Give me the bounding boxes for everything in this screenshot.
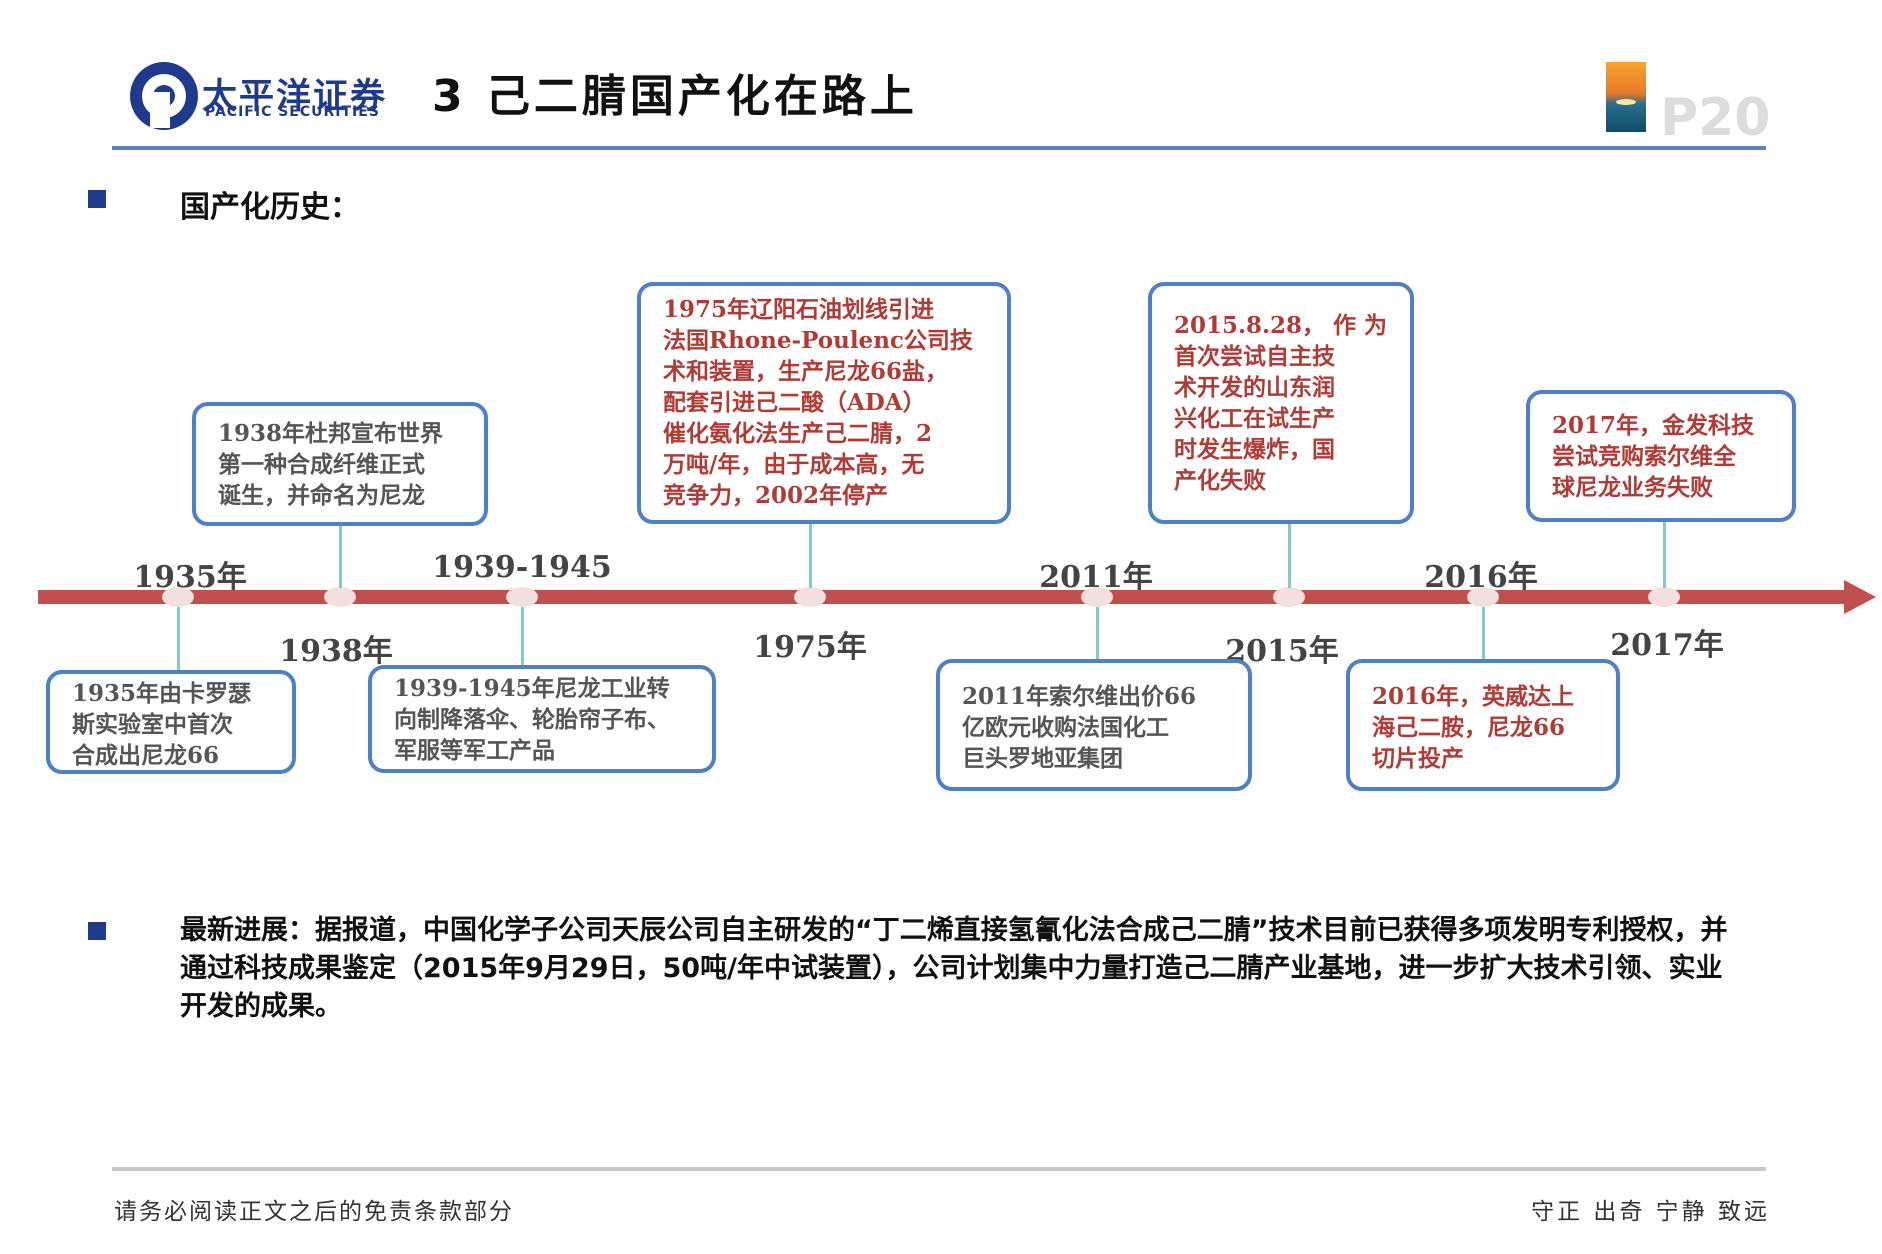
year-label-1939-1945: 1939-1945 [432,550,612,585]
bullet-square [88,922,106,940]
year-label-2011: 2011年 [1039,560,1153,595]
footer-divider [112,1167,1766,1171]
section-heading: 国产化历史： [180,190,360,225]
header-divider [112,146,1766,150]
disclaimer-text: 请务必阅读正文之后的免责条款部分 [114,1199,514,1225]
timeline-arrow [38,580,1876,614]
year-label-1938: 1938年 [279,634,393,669]
connector-2011 [1096,607,1099,659]
timeline-dot-2011 [1081,587,1113,607]
timeline-dot-1939 [506,587,538,607]
latest-progress-paragraph: 最新进展：据报道，中国化学子公司天辰公司自主研发的“丁二烯直接氢氰化法合成己二腈… [180,915,1728,1022]
connector-2017 [1663,522,1666,588]
timeline-dot-2016 [1467,587,1499,607]
event-box-2011: 2011年索尔维出价66 亿欧元收购法国化工 巨头罗地亚集团 [936,659,1252,791]
connector-1975 [809,522,812,588]
page-title: 3 己二腈国产化在路上 [432,71,918,122]
year-label-1975: 1975年 [753,630,867,665]
event-box-1935: 1935年由卡罗瑟 斯实验室中首次 合成出尼龙66 [46,670,296,774]
connector-1938 [339,522,342,588]
event-box-2015: 2015.8.28， 作 为 首次尝试自主技 术开发的山东润 兴化工在试生产 时… [1148,282,1414,524]
connector-1939 [521,607,524,667]
connector-2016 [1482,607,1485,659]
year-label-2016: 2016年 [1424,560,1538,595]
event-box-1938: 1938年杜邦宣布世界 第一种合成纤维正式 诞生，并命名为尼龙 [192,402,488,526]
timeline-dot-2015 [1273,587,1305,607]
event-box-1975: 1975年辽阳石油划线引进 法国Rhone-Poulenc公司技 术和装置，生产… [637,282,1011,524]
sunset-thumbnail-image [1606,62,1646,132]
bullet-square [88,190,106,208]
brand-subtitle: PACIFIC SECURITIES [205,104,380,120]
timeline-dot-2017 [1648,587,1680,607]
connector-2015 [1288,522,1291,588]
event-box-2017: 2017年，金发科技 尝试竞购索尔维全 球尼龙业务失败 [1526,390,1796,522]
timeline-dot-1938 [324,587,356,607]
event-box-1939-1945: 1939-1945年尼龙工业转 向制降落伞、轮胎帘子布、 军服等军工产品 [368,665,716,773]
company-logo [119,36,198,145]
company-motto: 守正 出奇 宁静 致远 [1531,1199,1770,1225]
connector-1935 [177,607,180,673]
event-box-2016: 2016年，英威达上 海己二胺，尼龙66 切片投产 [1346,659,1620,791]
year-label-1935: 1935年 [133,560,247,595]
page-number: P20 [1660,88,1771,148]
year-label-2017: 2017年 [1610,628,1724,663]
brand-name: 太平洋证券 [202,77,388,117]
timeline-dot-1975 [794,587,826,607]
timeline-dot-1935 [162,587,194,607]
